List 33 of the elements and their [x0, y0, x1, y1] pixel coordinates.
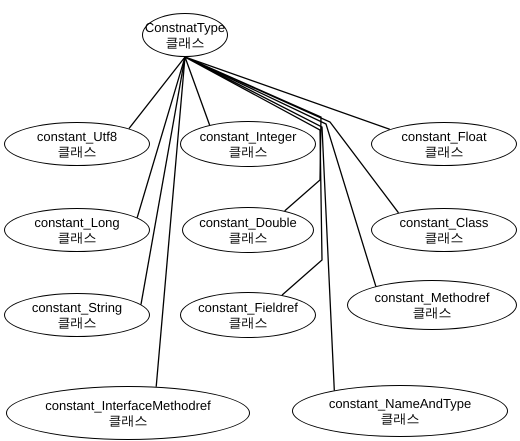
- class-label: 클래스: [412, 305, 452, 320]
- class-label: 클래스: [228, 230, 268, 245]
- class-label: 클래스: [228, 144, 268, 159]
- class-name: constant_String: [32, 300, 122, 315]
- connector-line: [140, 56, 186, 305]
- class-label: 클래스: [380, 411, 420, 426]
- connector-line: [136, 56, 186, 218]
- class-label: 클래스: [108, 413, 148, 428]
- class-name: constant_Long: [34, 215, 120, 230]
- class-name: constant_Double: [199, 215, 297, 230]
- class-label: 클래스: [228, 315, 268, 330]
- class-label: 클래스: [58, 144, 96, 159]
- class-name: constant_Float: [401, 129, 487, 144]
- class-label: 클래스: [424, 230, 464, 245]
- class-ellipse: [180, 121, 316, 167]
- class-name: ConstnatType: [144, 20, 226, 35]
- class-name: constant_NameAndType: [328, 396, 472, 411]
- class-name: constant_Utf8: [36, 129, 118, 144]
- class-name: constant_Integer: [200, 129, 296, 144]
- class-label: 클래스: [166, 35, 204, 50]
- connector-line: [184, 56, 390, 130]
- class-name: constant_Class: [400, 215, 488, 230]
- class-label: 클래스: [424, 144, 464, 159]
- class-name: constant_InterfaceMethodref: [45, 398, 211, 413]
- connector-line: [184, 56, 210, 126]
- class-name: constant_Methodref: [374, 290, 490, 305]
- class-name: constant_Fieldref: [198, 300, 298, 315]
- class-label: 클래스: [58, 315, 96, 330]
- connector-line: [184, 56, 335, 390]
- class-label: 클래스: [58, 230, 96, 245]
- class-ellipse: [4, 208, 150, 252]
- connector-line: [128, 56, 186, 129]
- connector-line: [156, 56, 186, 387]
